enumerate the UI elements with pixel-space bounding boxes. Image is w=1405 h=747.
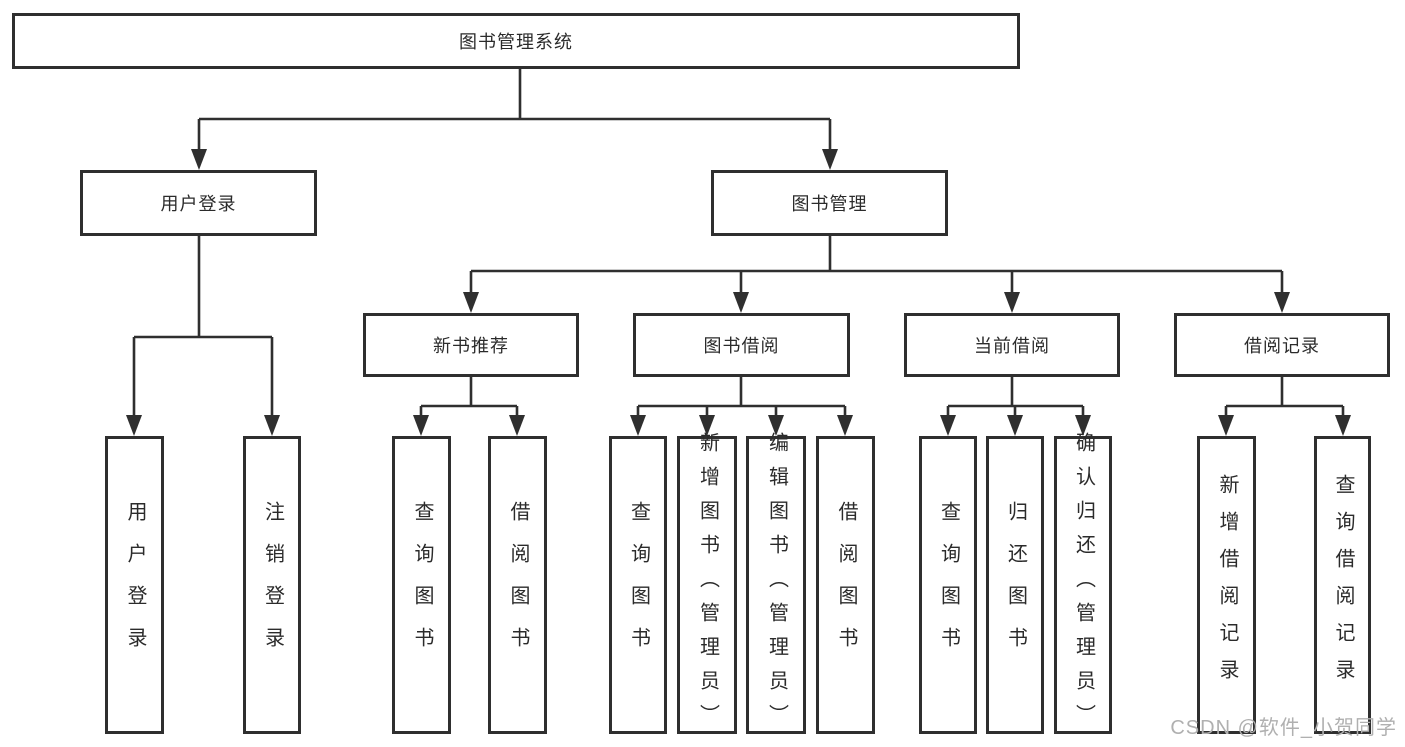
node-label: 当前借阅	[974, 336, 1050, 356]
node-label: 用户登录	[160, 194, 237, 214]
node-borrowing-records: 借阅记录	[1174, 313, 1390, 377]
leaf-query-books: 查询图书	[392, 436, 451, 734]
leaf-label: 确认归还（管理员）	[1072, 432, 1095, 738]
leaf-borrow-books: 借阅图书	[816, 436, 875, 734]
csdn-watermark: CSDN @软件_小贺同学	[1170, 717, 1397, 739]
node-library-management-system: 图书管理系统	[12, 13, 1020, 69]
leaf-return-books: 归还图书	[986, 436, 1044, 734]
leaf-edit-book-admin: 编辑图书（管理员）	[746, 432, 806, 738]
leaf-logout: 注销登录	[243, 436, 301, 734]
node-current-borrowing: 当前借阅	[904, 313, 1120, 377]
leaf-borrow-books: 借阅图书	[488, 436, 547, 734]
leaf-query-books: 查询图书	[919, 436, 977, 734]
leaf-label: 查询借阅记录	[1332, 474, 1354, 696]
leaf-query-borrow-record: 查询借阅记录	[1314, 436, 1371, 734]
leaf-add-borrow-record: 新增借阅记录	[1197, 436, 1256, 734]
leaf-query-books: 查询图书	[609, 436, 667, 734]
leaf-label: 查询图书	[411, 501, 433, 669]
leaf-label: 注销登录	[261, 501, 284, 669]
leaf-label: 查询图书	[937, 501, 960, 669]
leaf-label: 查询图书	[627, 501, 650, 669]
node-label: 图书管理	[791, 194, 868, 214]
node-book-management: 图书管理	[711, 170, 948, 236]
node-label: 借阅记录	[1244, 336, 1320, 356]
node-user-login: 用户登录	[80, 170, 317, 236]
leaf-label: 借阅图书	[835, 501, 857, 669]
leaf-label: 新增图书（管理员）	[696, 432, 719, 738]
node-book-borrowing: 图书借阅	[633, 313, 850, 377]
node-new-book-recommend: 新书推荐	[363, 313, 579, 377]
leaf-confirm-return-admin: 确认归还（管理员）	[1054, 432, 1112, 738]
node-label: 图书管理系统	[459, 32, 573, 52]
leaf-label: 用户登录	[124, 501, 146, 669]
leaf-label: 归还图书	[1004, 501, 1027, 669]
leaf-add-book-admin: 新增图书（管理员）	[677, 432, 737, 738]
leaf-label: 编辑图书（管理员）	[765, 432, 788, 738]
leaf-label: 借阅图书	[507, 501, 529, 669]
leaf-user-login: 用户登录	[105, 436, 164, 734]
node-label: 图书借阅	[703, 336, 780, 356]
leaf-label: 新增借阅记录	[1216, 474, 1238, 696]
node-label: 新书推荐	[433, 336, 509, 356]
